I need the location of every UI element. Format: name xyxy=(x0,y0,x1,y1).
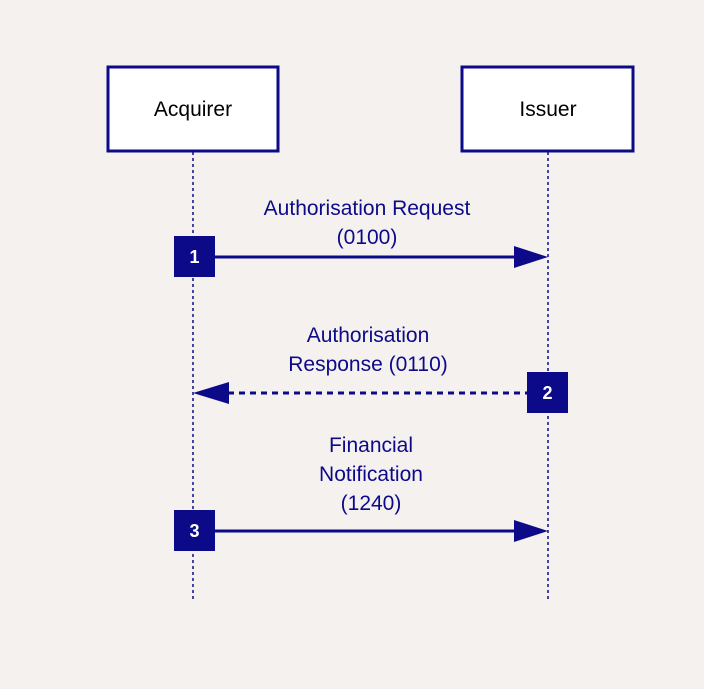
message-3-number: 3 xyxy=(189,521,199,541)
message-3-arrowhead xyxy=(514,520,548,542)
message-2-number-badge xyxy=(527,372,568,413)
message-1-label-line-2: (0100) xyxy=(337,226,398,249)
message-1: Authorisation Request (0100) 1 xyxy=(174,197,548,277)
message-2-label-line-2: Response (0110) xyxy=(288,353,448,376)
message-3-label-line-1: Financial xyxy=(329,434,413,457)
participant-issuer-box xyxy=(460,65,635,153)
participant-acquirer-box xyxy=(106,65,280,153)
message-2-label-line-1: Authorisation xyxy=(307,324,430,347)
participant-acquirer: Acquirer xyxy=(106,65,280,153)
message-1-number-badge xyxy=(174,236,215,277)
message-2: Authorisation Response (0110) 2 xyxy=(193,324,568,413)
participant-acquirer-label: Acquirer xyxy=(154,98,232,121)
message-1-arrowhead xyxy=(514,246,548,268)
message-3-label-line-2: Notification xyxy=(319,463,423,486)
message-1-label-line-1: Authorisation Request xyxy=(264,197,471,220)
message-2-number: 2 xyxy=(542,383,552,403)
message-1-number: 1 xyxy=(189,247,199,267)
message-3-number-badge xyxy=(174,510,215,551)
message-3: Financial Notification (1240) 3 xyxy=(174,434,548,551)
participant-issuer: Issuer xyxy=(460,65,635,153)
participant-issuer-label: Issuer xyxy=(519,98,576,121)
message-3-label-line-3: (1240) xyxy=(341,492,402,515)
message-2-arrowhead xyxy=(193,382,229,404)
